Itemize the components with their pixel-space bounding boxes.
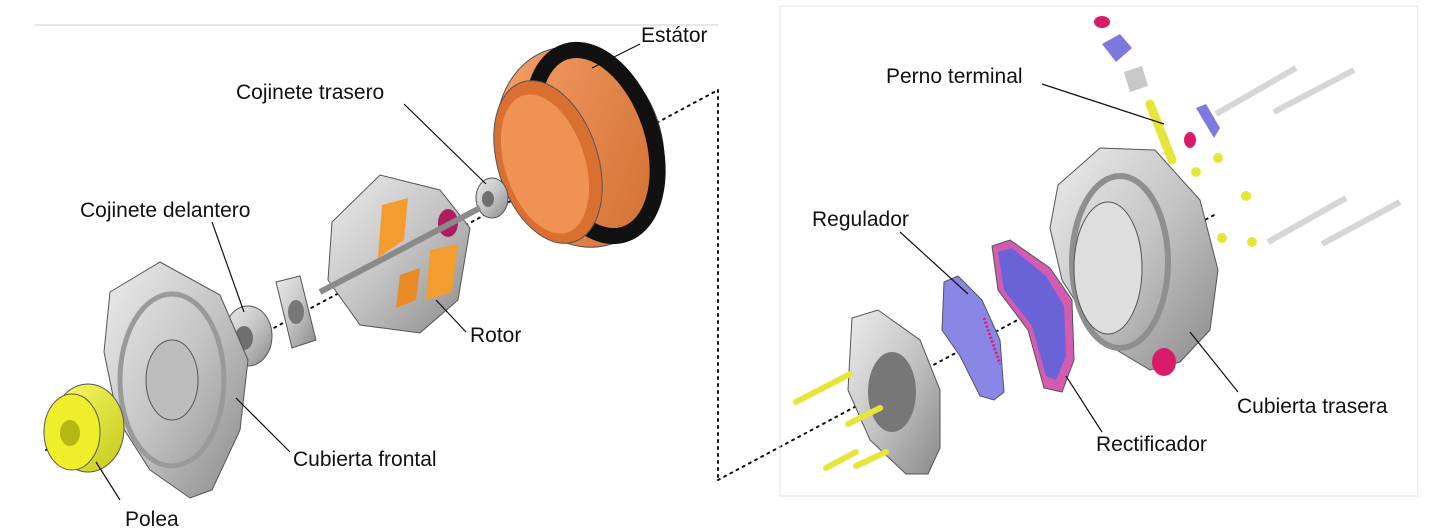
label-terminal-bolt: Perno terminal (886, 65, 1023, 88)
leader-front-bearing (211, 221, 245, 313)
leader-pulley (95, 461, 121, 501)
right-panel: Perno terminal Regulador Cubierta traser… (779, 5, 1419, 497)
leader-rotor (435, 299, 467, 333)
label-regulator: Regulador (812, 208, 909, 231)
leader-rear-cover (1189, 331, 1239, 393)
label-front-bearing: Cojinete delantero (80, 199, 250, 222)
rear-cover-part (1049, 147, 1219, 376)
label-front-cover: Cubierta frontal (293, 448, 437, 471)
pulley-part (43, 383, 125, 473)
left-panel: Estátor Cojinete trasero Cojinete delant… (35, 24, 719, 531)
rear-bearing-part (475, 177, 509, 219)
brush-plate-part (847, 309, 941, 475)
rectifier-part (991, 239, 1075, 393)
stator-part (493, 41, 666, 248)
leader-terminal-bolt (1041, 83, 1165, 125)
rotor-part (318, 174, 482, 334)
leader-stator (591, 43, 641, 69)
leader-rear-bearing (403, 103, 487, 185)
label-pulley: Polea (125, 508, 179, 531)
spacer-plate-part (275, 275, 317, 349)
label-rectifier: Rectificador (1096, 433, 1207, 456)
leader-regulator (899, 231, 969, 295)
label-rear-bearing: Cojinete trasero (236, 81, 384, 104)
label-stator: Estátor (641, 24, 708, 47)
regulator-part (941, 275, 1005, 401)
label-rear-cover: Cubierta trasera (1237, 395, 1388, 418)
through-bolts-top (1214, 65, 1356, 117)
nuts (1191, 153, 1257, 247)
leader-rectifier (1065, 375, 1103, 433)
terminal-bolt-part (1145, 99, 1220, 165)
leader-front-cover (235, 397, 291, 453)
right-panel-frame (779, 5, 1419, 497)
label-rotor: Rotor (470, 324, 521, 347)
front-cover-part (103, 261, 249, 499)
through-bolts-bottom (1266, 195, 1402, 247)
yellow-screws (793, 371, 889, 471)
small-top-parts (1094, 16, 1148, 92)
